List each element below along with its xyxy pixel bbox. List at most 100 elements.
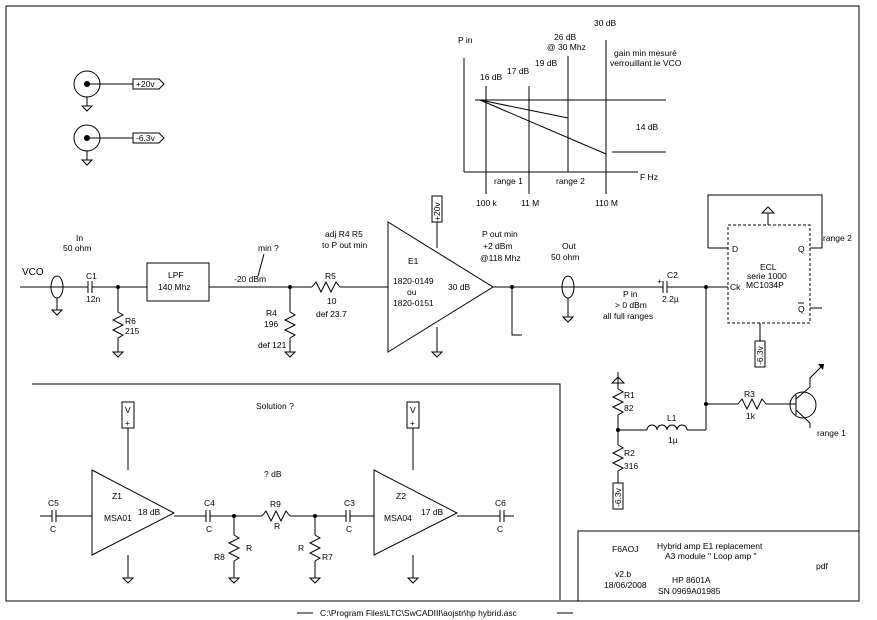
z2-name: Z2: [396, 491, 406, 501]
supply-plus20-label: +20v: [136, 79, 155, 89]
tb-author: F6AOJ: [612, 544, 638, 554]
c5-name: C5: [48, 498, 59, 508]
graph-17db: 17 dB: [507, 66, 530, 76]
title-block: F6AOJ Hybrid amp E1 replacement A3 modul…: [577, 530, 860, 602]
c2-value: 2.2µ: [662, 294, 679, 304]
r5-note-2: to P out min: [322, 240, 367, 250]
c2-name: C2: [667, 270, 678, 280]
z1-plus: +: [125, 418, 130, 428]
pin-note-3: all full ranges: [603, 311, 653, 321]
z1-part: MSA01: [104, 513, 132, 523]
r7-name: R7: [322, 552, 333, 562]
solution-gain: ? dB: [264, 469, 282, 479]
main-chain: VCO In 50 ohm C1 12n R6 215 LPF 140 Mhz …: [20, 195, 728, 358]
c1-value: 12n: [86, 294, 100, 304]
r5-name: R5: [325, 271, 336, 281]
r5-value: 10: [327, 296, 337, 306]
e1-name: E1: [408, 256, 419, 266]
ecl-line1: ECL: [760, 262, 777, 272]
r2-value: 316: [624, 461, 638, 471]
in-label-1: In: [76, 233, 83, 243]
lpf-block: [146, 262, 210, 302]
tb-line1: Hybrid amp E1 replacement: [657, 541, 763, 551]
r3-name: R3: [744, 389, 755, 399]
r4-def: def 121: [258, 340, 287, 350]
tb-pdf: pdf: [816, 561, 828, 571]
transistor: [789, 391, 817, 419]
pout-1: P out min: [482, 229, 518, 239]
graph-at30: @ 30 Mhz: [547, 42, 586, 52]
graph-16db: 16 dB: [480, 72, 503, 82]
gain-graph: P in F Hz 16 dB 17 dB 19 dB 26 dB @ 30 M…: [458, 18, 682, 208]
e1-part2: 1820-0151: [393, 298, 434, 308]
c4-name: C4: [204, 498, 215, 508]
solution-section: Solution ? ? dB C5 C Z1 MSA01 18 dB V + …: [32, 383, 561, 600]
out-label-2: 50 ohm: [551, 252, 579, 262]
graph-110m: 110 M: [595, 198, 618, 208]
e1-supply-label: +20v: [432, 202, 442, 221]
graph-pin-label: P in: [458, 35, 473, 45]
sheet-border: [5, 5, 860, 602]
graph-30db: 30 dB: [594, 18, 617, 28]
e1-gain: 30 dB: [448, 282, 471, 292]
ecl-qbar: Q: [798, 304, 805, 314]
e1-or: ou: [407, 287, 417, 297]
ecl-block: [727, 224, 811, 324]
r7-value: R: [298, 543, 304, 553]
ecl-ck: Ck: [730, 282, 741, 292]
z1-v: V: [125, 405, 131, 415]
in-label-2: 50 ohm: [63, 243, 91, 253]
c3-name: C3: [344, 498, 355, 508]
lpf-label: LPF: [168, 270, 184, 280]
r1-name: R1: [624, 390, 635, 400]
c6-value: C: [497, 524, 503, 534]
r9-value: R: [274, 521, 280, 531]
graph-26db: 26 dB: [554, 32, 577, 42]
graph-19db: 19 dB: [535, 58, 558, 68]
tb-version: v2.b: [615, 569, 631, 579]
ecl-d: D: [732, 244, 738, 254]
z2-part: MSA04: [384, 513, 412, 523]
graph-gain-note-2: verrouillant le VCO: [610, 58, 682, 68]
ecl-line2: serie 1000: [747, 271, 787, 281]
range1-switch: R3 1k range 1 L1 1µ R1 82 -6.3v R2 316: [610, 287, 846, 510]
supply-minus6: -6.3v: [73, 124, 165, 166]
l1-name: L1: [667, 413, 677, 423]
c5-value: C: [50, 524, 56, 534]
pout-3: @118 Mhz: [480, 253, 521, 263]
r2-supply-label: -6.3v: [613, 487, 623, 507]
pin-note-2: > 0 dBm: [615, 300, 647, 310]
e1-part1: 1820-0149: [393, 276, 434, 286]
r1-value: 82: [624, 403, 634, 413]
z2-amplifier: [373, 469, 459, 556]
c3-value: C: [346, 524, 352, 534]
r2-name: R2: [624, 448, 635, 458]
r5-note-1: adj R4 R5: [325, 229, 363, 239]
c1-name: C1: [86, 271, 97, 281]
graph-100k: 100 k: [476, 198, 498, 208]
pout-2: +2 dBm: [483, 241, 513, 251]
ecl-supply-label: -6.3v: [755, 345, 765, 365]
z2-gain: 17 dB: [421, 507, 444, 517]
r6-value: 215: [125, 326, 139, 336]
footer: C:\Program Files\LTC\SwCADIII\aojstr\hp …: [297, 608, 573, 618]
r6-name: R6: [125, 316, 136, 326]
r9-name: R9: [270, 499, 281, 509]
graph-range2: range 2: [556, 176, 585, 186]
c6-name: C6: [495, 498, 506, 508]
dbm-note: -20 dBm: [234, 274, 266, 284]
tb-line2: A3 module " Loop amp ": [665, 551, 757, 561]
ecl-line3: MC1034P: [746, 280, 784, 290]
z1-name: Z1: [112, 491, 122, 501]
ecl-range2: range 2: [823, 233, 852, 243]
c4-value: C: [206, 524, 212, 534]
ecl-divider: -6.3v D Q Ck Q ECL serie 1000 MC1034P ra…: [707, 194, 852, 368]
z1-gain: 18 dB: [138, 507, 161, 517]
tb-model: HP 8601A: [672, 575, 711, 585]
tb-serial: SN 0969A01985: [658, 586, 721, 596]
r8-value: R: [246, 543, 252, 553]
graph-fhz-label: F Hz: [640, 172, 658, 182]
r4-name: R4: [266, 308, 277, 318]
